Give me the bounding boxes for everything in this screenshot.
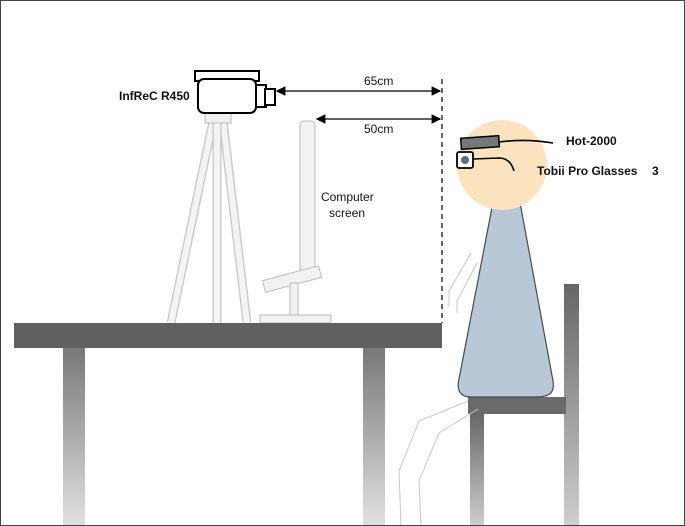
chair-leg	[470, 413, 484, 525]
camera-label: InfReC R450	[119, 89, 190, 103]
table	[14, 323, 442, 525]
camera-distance-label: 65cm	[364, 74, 393, 88]
screen-label-line1: Computer	[321, 190, 374, 204]
tripod	[166, 110, 252, 324]
table-leg-right	[363, 347, 385, 525]
table-top	[14, 323, 442, 348]
hot-2000-label: Hot-2000	[566, 134, 617, 148]
screen-label-line2: screen	[329, 206, 365, 220]
table-leg-left	[63, 347, 85, 525]
thermal-camera	[194, 70, 276, 114]
chair-seat	[468, 397, 566, 414]
person-body	[457, 191, 554, 398]
screen-distance-label: 50cm	[364, 122, 393, 136]
glasses-label: Tobii Pro Glasses	[537, 164, 638, 178]
person-limbs	[398, 252, 479, 525]
hot-2000-device	[459, 134, 554, 151]
screen-base	[259, 314, 332, 324]
tobii-glasses	[456, 151, 515, 172]
computer-screen	[259, 120, 332, 324]
glasses-number-label: 3	[652, 164, 659, 178]
chair	[468, 284, 579, 525]
chair-back	[564, 284, 579, 525]
